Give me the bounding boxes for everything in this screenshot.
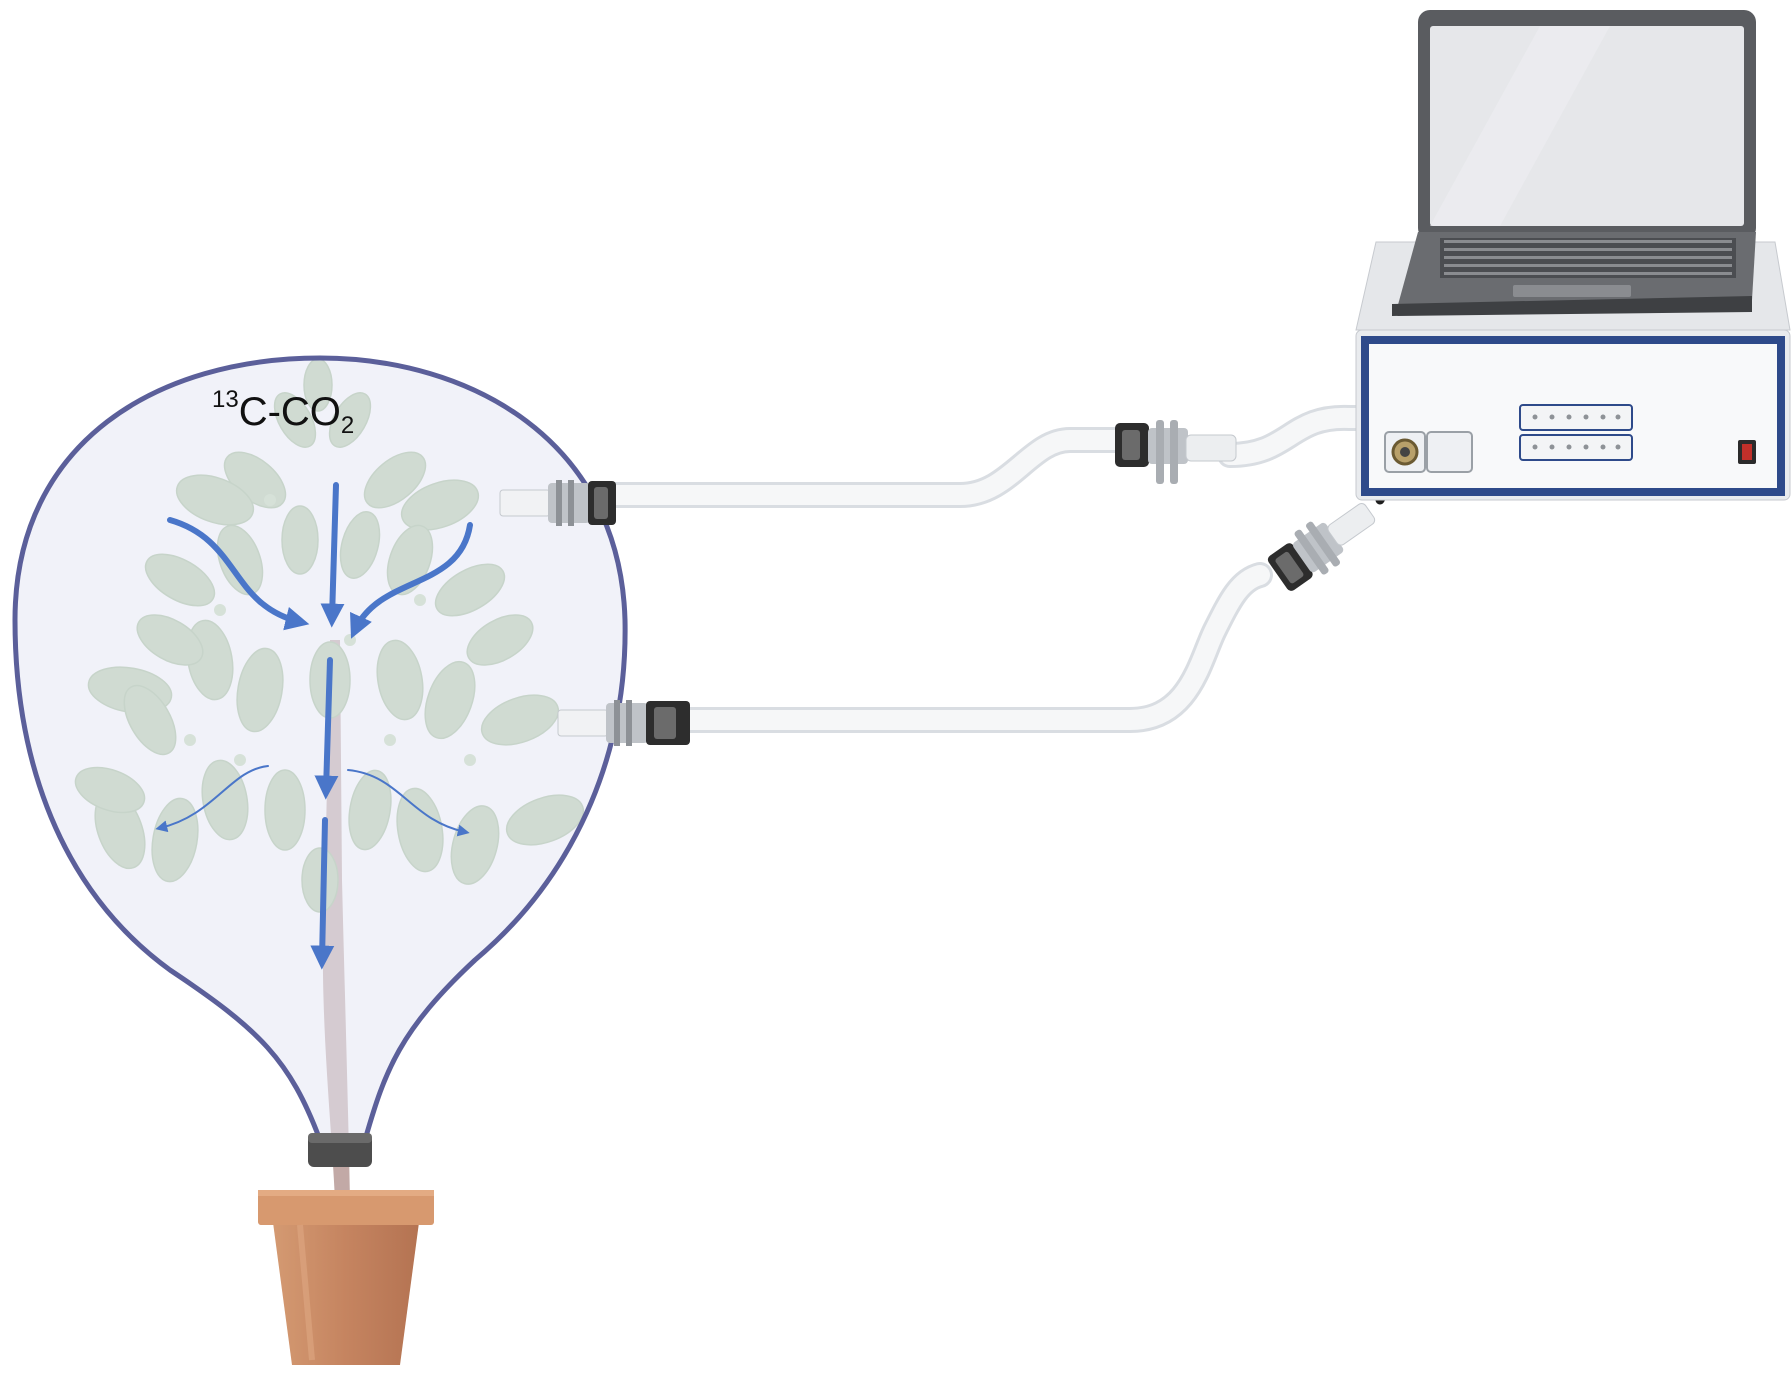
isotope-main-text: C-CO <box>238 390 341 434</box>
isotope-superscript: 13 <box>212 386 239 413</box>
isotope-label: 13C-CO2 <box>212 388 354 438</box>
lower-tube <box>677 562 1273 733</box>
flower-pot-icon <box>258 1190 434 1365</box>
isotope-subscript: 2 <box>340 412 355 439</box>
tube-connector-icon <box>1267 503 1376 591</box>
laptop-icon <box>1392 10 1756 316</box>
tube-connector-icon <box>1115 420 1237 484</box>
tube-connector-icon <box>557 700 690 746</box>
carbon-flow-arrows <box>155 482 473 970</box>
upper-tube <box>597 404 1373 508</box>
tube-connector-icon <box>499 480 616 526</box>
bag-seal-ring <box>308 1133 372 1167</box>
chamber-bag <box>12 355 628 1143</box>
